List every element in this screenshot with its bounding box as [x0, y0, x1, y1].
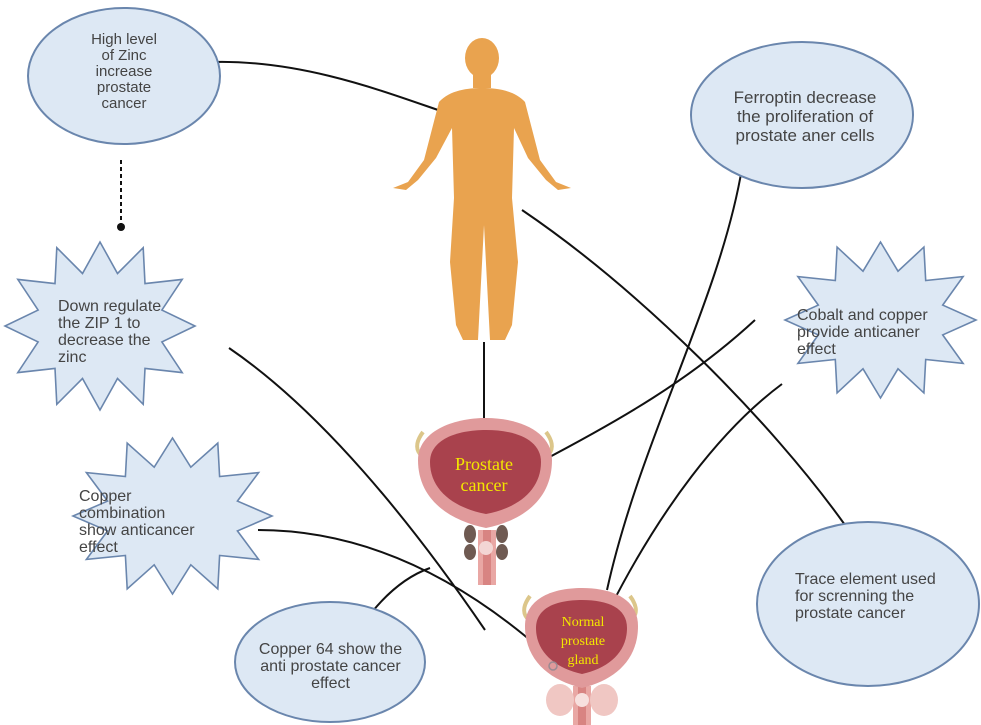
connector-zinc-human [213, 60, 439, 111]
copper64-bubble-text: Copper 64 show the anti prostate cancer … [258, 641, 403, 692]
prostate-cancer-label: Prostate cancer [455, 454, 513, 495]
copper-combination-burst-text: Copper combination show anticancer effec… [79, 488, 195, 556]
human-body-icon [393, 38, 571, 340]
connector-ferroptin-normal [606, 167, 743, 591]
connector-cobalt-normal [609, 383, 783, 609]
zinc-bubble-text: High level of Zinc increase prostate can… [91, 31, 157, 112]
dot-zinc-zip1 [117, 223, 125, 231]
bubble-zinc [27, 7, 221, 145]
connector-cobalt-cancer [539, 319, 756, 463]
prostate-cancer-gland-icon [415, 418, 554, 585]
ferroptin-bubble-text: Ferroptin decrease the proliferation of … [733, 88, 877, 145]
burst-zip1 [3, 240, 197, 412]
normal-prostate-gland-icon [522, 588, 638, 725]
connector-copper64-normal [371, 567, 431, 613]
zip1-burst-text: Down regulate the ZIP 1 to decrease the … [58, 298, 162, 366]
burst-cobalt [783, 240, 978, 400]
connector-human-trace [521, 209, 846, 526]
burst-copper-combination [70, 436, 275, 596]
cobalt-burst-text: Cobalt and copper provide anticaner effe… [797, 307, 928, 358]
bubble-trace [756, 521, 980, 687]
normal-prostate-gland-label: Normal prostate gland [560, 615, 606, 668]
connector-copper-normal [257, 529, 531, 641]
trace-bubble-text: Trace element used for screnning the pro… [795, 571, 936, 622]
bubble-copper64 [234, 601, 426, 723]
bubble-ferroptin [690, 41, 914, 189]
